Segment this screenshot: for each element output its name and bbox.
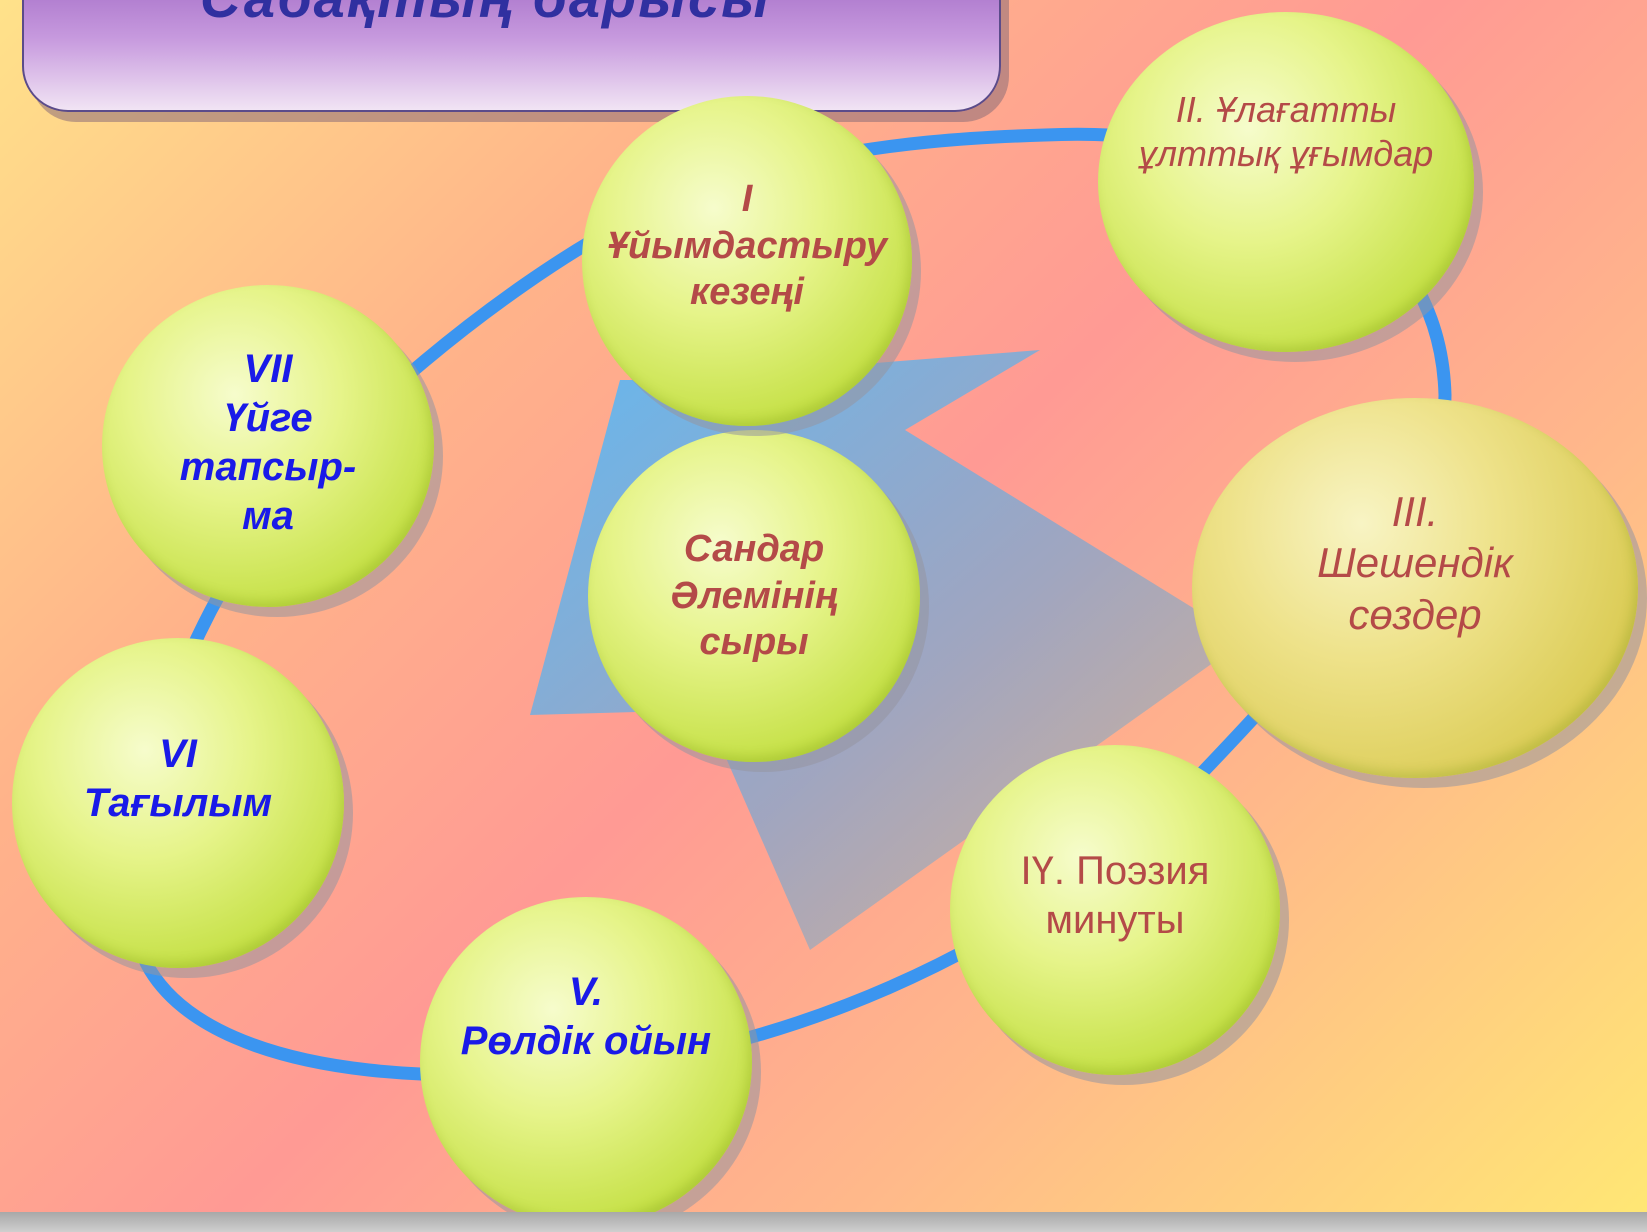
center-bubble[interactable]: Сандар Әлемінің сыры <box>588 430 920 762</box>
stage-1-label: І Ұйымдастыру кезеңі <box>606 178 888 314</box>
stage-4-label: ІҮ. Поэзия минуты <box>1020 849 1210 942</box>
stage-6-label: VІ Тағылым <box>83 732 273 825</box>
stage-2-bubble[interactable]: ІІ. Ұлағатты ұлттық ұғымдар <box>1098 12 1474 352</box>
stage-3-bubble[interactable]: ІІІ. Шешендік сөздер <box>1192 398 1638 778</box>
title-banner <box>22 0 1001 112</box>
bottom-strip <box>0 1212 1647 1232</box>
stage-4-bubble[interactable]: ІҮ. Поэзия минуты <box>950 745 1280 1075</box>
stage-6-bubble[interactable]: VІ Тағылым <box>12 638 344 968</box>
center-label: Сандар Әлемінің сыры <box>670 528 838 664</box>
stage-7-bubble[interactable]: VІІ Үйге тапсыр- ма <box>102 285 434 607</box>
stage-7-label: VІІ Үйге тапсыр- ма <box>179 347 357 538</box>
stage-5-bubble[interactable]: V. Рөлдік ойын <box>420 897 752 1227</box>
stage-1-bubble[interactable]: І Ұйымдастыру кезеңі <box>582 96 912 426</box>
stage-2-label: ІІ. Ұлағатты ұлттық ұғымдар <box>1138 89 1434 174</box>
slide-title: Сабақтың барысы <box>200 0 900 28</box>
stage-3-label: ІІІ. Шешендік сөздер <box>1317 488 1513 638</box>
stage-5-label: V. Рөлдік ойын <box>460 970 712 1063</box>
